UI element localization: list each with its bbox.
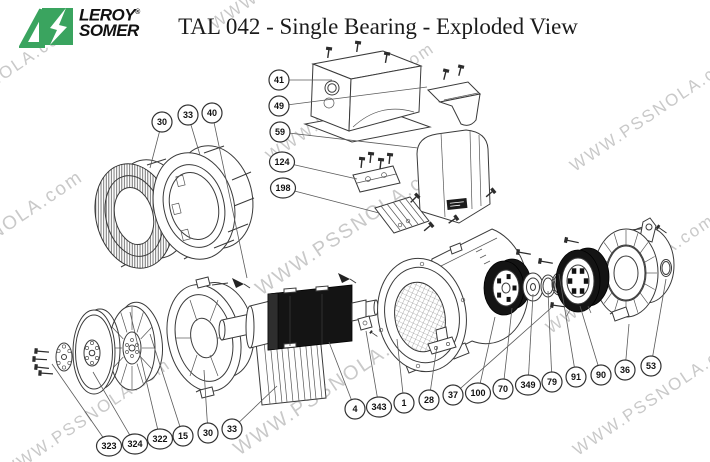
svg-text:198: 198 [275, 183, 290, 193]
callout-stator-core: 30 [149, 111, 173, 169]
callout-nde-bracket: 36 [614, 323, 636, 381]
callout-shaft-key: 40 [201, 102, 248, 279]
callout-cover-plate: 49 [268, 86, 428, 117]
svg-text:343: 343 [371, 402, 386, 412]
callout-fan: 322 [129, 311, 174, 450]
svg-text:91: 91 [571, 372, 581, 382]
exciter-stator [555, 247, 610, 318]
callout-exciter-rotor: 100 [464, 316, 496, 404]
svg-text:324: 324 [127, 439, 142, 449]
svg-text:1: 1 [401, 398, 406, 408]
callout-stator-frame: 1 [393, 338, 415, 414]
nde-bracket [593, 217, 675, 322]
callout-cable-clamp: 343 [365, 330, 393, 418]
callout-layer: 30 33 40 41 49 59 124 198 323 324 322 15 30 33 4 343 1 28… [51, 69, 667, 457]
callout-bearing: 349 [514, 293, 542, 396]
callout-frame-ring: 33 [177, 104, 201, 156]
svg-text:15: 15 [178, 431, 188, 441]
callout-foot-bracket: 28 [418, 345, 440, 411]
callout-exciter-stator: 90 [579, 305, 612, 386]
coupling-disc [72, 308, 121, 395]
air-outlet-grille [255, 334, 327, 406]
callout-terminal-block: 124 [268, 151, 358, 180]
svg-text:90: 90 [596, 370, 606, 380]
callout-washer: 79 [541, 290, 563, 393]
o-ring [660, 259, 672, 277]
registered-mark: ® [135, 9, 140, 16]
svg-text:33: 33 [183, 110, 193, 120]
svg-text:323: 323 [101, 441, 116, 451]
logo-line1: LEROY [79, 5, 136, 25]
svg-text:40: 40 [207, 108, 217, 118]
logo-emblem-icon [19, 8, 73, 48]
callout-bolt: 37 [442, 307, 552, 406]
svg-text:59: 59 [275, 127, 285, 137]
leroy-somer-logo: LEROY® SOMER [19, 5, 140, 49]
washer [540, 274, 556, 298]
exciter-rotor [483, 258, 532, 316]
callout-air-inlet-hood: 59 [269, 121, 419, 149]
cable-clamp [357, 315, 379, 339]
page-title: TAL 042 - Single Bearing - Exploded View [178, 14, 578, 39]
terminal-box-cover [303, 39, 432, 143]
callout-coupling-disc: 324 [92, 371, 149, 455]
callout-circlip: 91 [558, 273, 587, 388]
callout-air-outlet-grille: 33 [221, 385, 278, 440]
svg-text:100: 100 [470, 388, 485, 398]
svg-text:36: 36 [620, 365, 630, 375]
avr-regulator [374, 191, 430, 234]
rotor [218, 284, 379, 351]
svg-text:4: 4 [352, 404, 357, 414]
frame-ring [152, 145, 255, 260]
coupling-hub [55, 342, 73, 372]
shaft-key [232, 273, 357, 289]
callout-coupling-bolts: 323 [51, 363, 123, 457]
callout-rectifier: 70 [492, 307, 514, 400]
svg-text:33: 33 [227, 424, 237, 434]
cover-plate [426, 63, 482, 126]
air-inlet-hood [416, 129, 498, 234]
terminal-block [352, 150, 401, 193]
logo-wordmark: LEROY® SOMER [79, 5, 140, 40]
svg-text:349: 349 [520, 380, 535, 390]
svg-text:30: 30 [203, 428, 213, 438]
callout-drive-end-bracket: 30 [197, 369, 219, 444]
callout-o-ring: 53 [640, 278, 667, 377]
svg-text:322: 322 [152, 434, 167, 444]
callout-rotor: 4 [328, 341, 366, 420]
svg-text:79: 79 [547, 377, 557, 387]
svg-text:41: 41 [274, 75, 284, 85]
coupling-bolts [31, 347, 54, 378]
logo-line2: SOMER [79, 20, 139, 40]
svg-text:124: 124 [274, 157, 289, 167]
svg-text:30: 30 [157, 117, 167, 127]
svg-text:53: 53 [646, 361, 656, 371]
svg-text:28: 28 [424, 395, 434, 405]
svg-text:70: 70 [498, 384, 508, 394]
callout-terminal-box-cover: 41 [268, 69, 332, 91]
callout-avr-regulator: 198 [269, 177, 380, 214]
foot-bracket [427, 326, 457, 355]
header: LEROY® SOMER TAL 042 - Single Bearing - … [0, 0, 710, 52]
svg-text:37: 37 [448, 390, 458, 400]
callout-fan-hub: 15 [149, 333, 194, 447]
fan [108, 301, 163, 391]
svg-text:49: 49 [274, 101, 284, 111]
